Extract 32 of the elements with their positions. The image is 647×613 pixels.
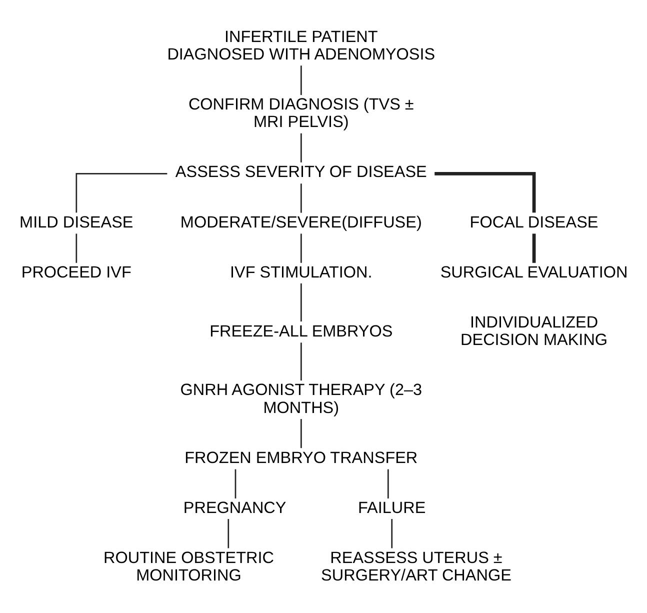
node-text: MILD DISEASE	[20, 212, 134, 231]
node-text: REASSESS UTERUS ± SURGERY/ART CHANGE	[321, 548, 512, 584]
connector	[76, 233, 78, 262]
connector	[300, 132, 302, 162]
label: INDIVIDUALIZED DECISION MAKING	[460, 312, 608, 349]
node-text: ASSESS SEVERITY OF DISEASE	[175, 162, 427, 181]
node-text: IVF STIMULATION.	[230, 262, 372, 281]
node-text: SURGICAL EVALUATION	[440, 262, 628, 281]
connector	[300, 65, 302, 95]
node-text: CONFIRM DIAGNOSIS (TVS ± MRI PELVIS)	[188, 94, 414, 131]
connector	[228, 518, 230, 548]
connector	[300, 342, 302, 380]
connector	[300, 282, 302, 322]
connector	[300, 183, 302, 212]
node-text: FREEZE-ALL EMBRYOS	[210, 322, 393, 340]
node-text: PREGNANCY	[183, 498, 286, 516]
connector	[76, 172, 168, 212]
node-text: ROUTINE OBSTETRIC MONITORING	[104, 548, 274, 584]
connector	[434, 171, 536, 212]
connector	[391, 518, 393, 548]
node-text: FAILURE	[358, 498, 426, 516]
connector	[300, 233, 302, 262]
node-text: FROZEN EMBRYO TRANSFER	[184, 448, 418, 466]
connector	[387, 468, 389, 498]
node-text: FOCAL DISEASE	[470, 212, 598, 231]
node-text: GNRH AGONIST THERAPY (2–3 MONTHS)	[180, 380, 422, 416]
node-text: PROCEED IVF	[21, 262, 132, 281]
connector	[234, 468, 236, 498]
connector	[532, 233, 536, 262]
connector	[300, 418, 302, 448]
node-text: MODERATE/SEVERE(DIFFUSE)	[180, 212, 422, 231]
node-text: INFERTILE PATIENT DIAGNOSED WITH ADENOMYOSIS	[167, 27, 436, 63]
